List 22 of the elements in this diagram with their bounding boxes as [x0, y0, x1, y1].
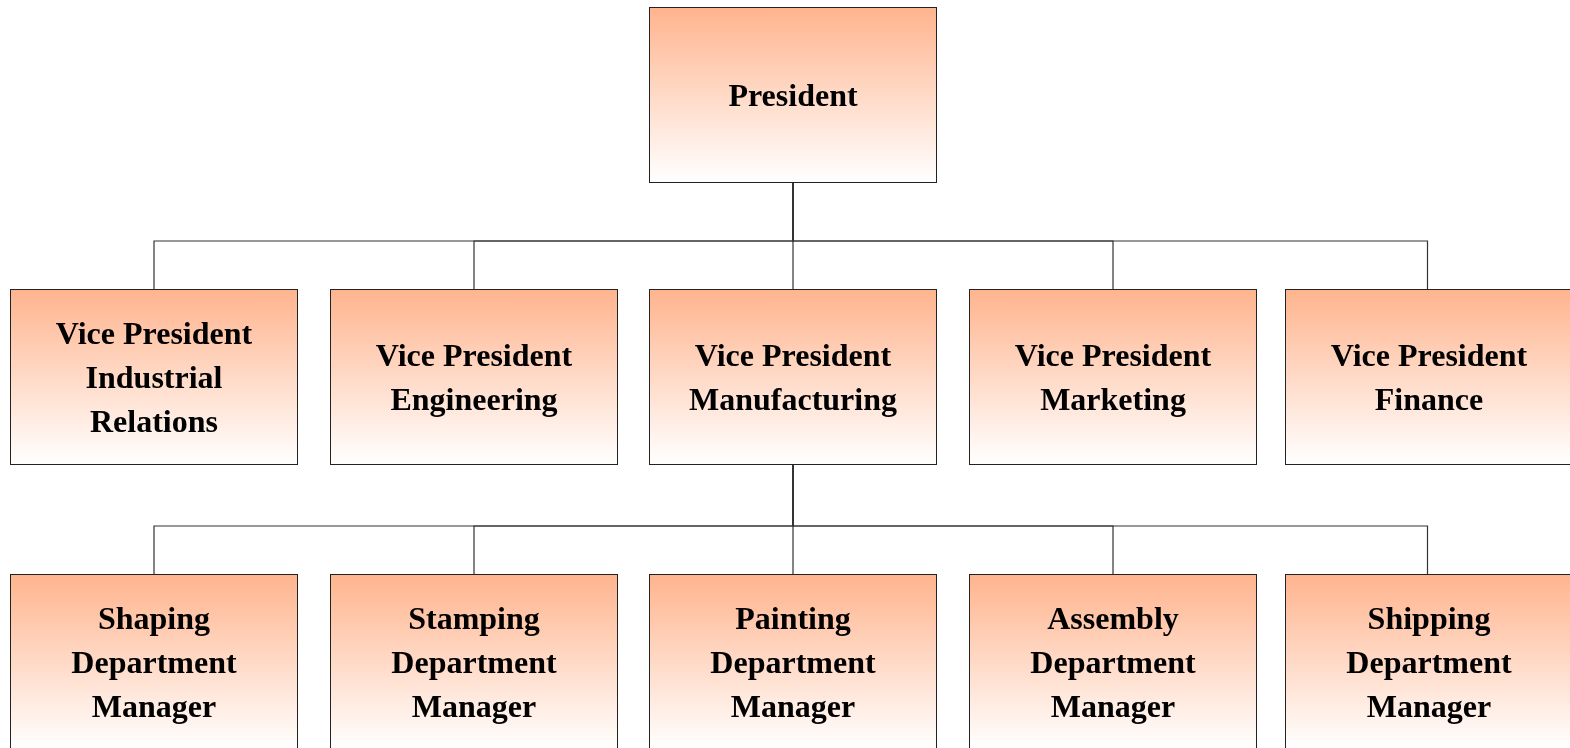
- role-title: Vice President Finance: [1329, 336, 1529, 419]
- role-title: Stamping Department Manager: [390, 599, 558, 726]
- role-title: Shaping Department Manager: [70, 599, 238, 726]
- org-box: [969, 289, 1257, 465]
- role-title: Vice President Manufacturing: [688, 336, 898, 419]
- org-box: [330, 289, 618, 465]
- org-box: [10, 289, 298, 465]
- org-box: [1285, 289, 1570, 465]
- org-box: [969, 574, 1257, 748]
- role-title: President: [728, 76, 858, 115]
- role-title: Vice President Engineering: [374, 336, 574, 419]
- role-title: Painting Department Manager: [709, 599, 877, 726]
- role-title: Assembly Department Manager: [1029, 599, 1197, 726]
- role-title: Shipping Department Manager: [1345, 599, 1513, 726]
- org-box: [1285, 574, 1570, 748]
- org-box: [649, 574, 937, 748]
- org-box: [10, 574, 298, 748]
- org-box: [649, 289, 937, 465]
- org-box: [649, 7, 937, 183]
- org-box: [330, 574, 618, 748]
- role-title: Vice President Marketing: [1013, 336, 1213, 419]
- role-title: Vice President Industrial Relations: [54, 314, 254, 441]
